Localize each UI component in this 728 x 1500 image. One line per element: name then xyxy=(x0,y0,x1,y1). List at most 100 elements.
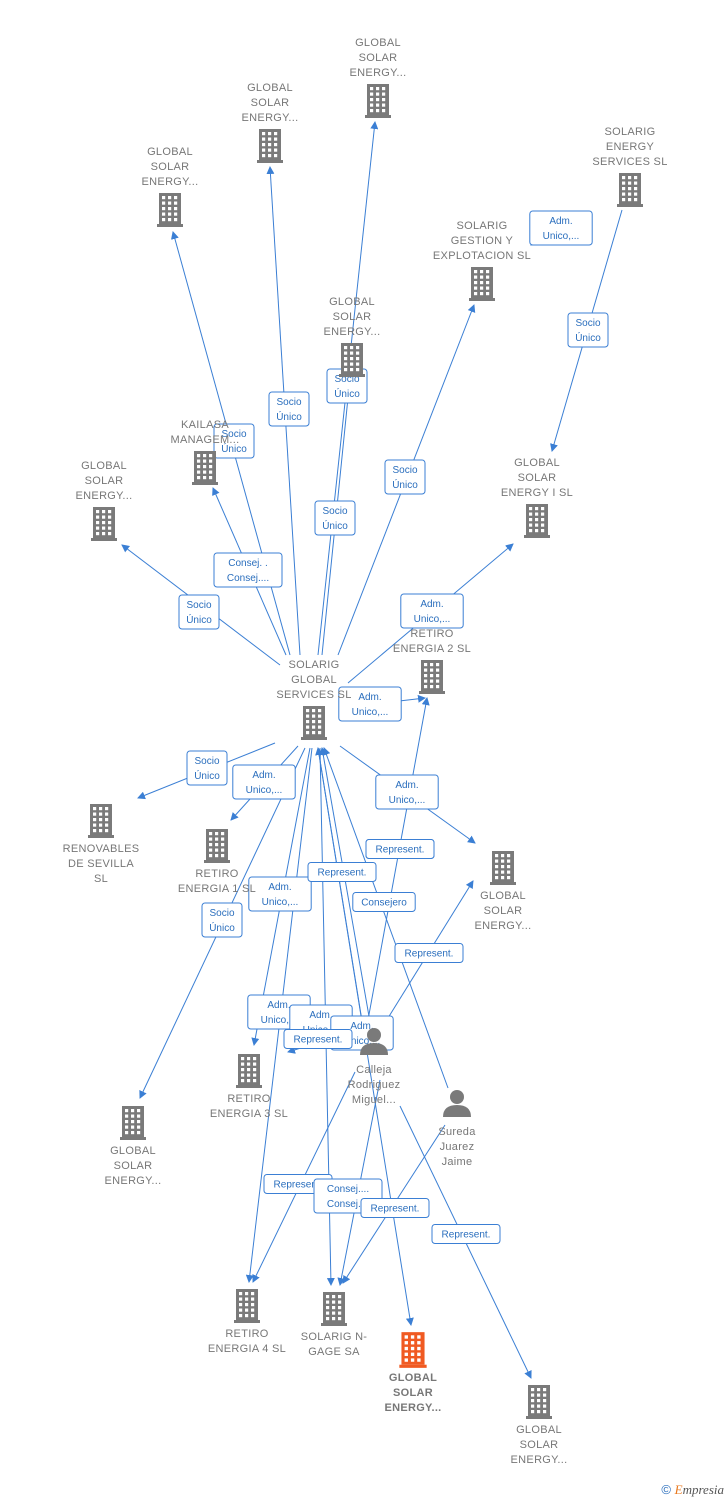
node-gse3[interactable]: GLOBALSOLARENERGY... xyxy=(350,37,407,118)
node-label-text: GLOBAL xyxy=(389,1372,437,1384)
node-label-text: Miguel... xyxy=(352,1094,396,1106)
edge-label-text: Socio xyxy=(334,374,359,385)
node-label-text: ENERGY... xyxy=(475,920,532,932)
node-label-text: Calleja xyxy=(356,1064,392,1076)
edge-label-sgs-re3[interactable]: Adm.Unico,... xyxy=(248,876,312,912)
edge-label-calleja-sgs[interactable]: Consejero xyxy=(352,892,416,912)
person-icon xyxy=(360,1028,388,1055)
edge-label-sgs-gse6[interactable]: Adm.Unico,... xyxy=(375,774,439,810)
node-label-text: SERVICES SL xyxy=(592,156,667,168)
edge-label-text: Adm. xyxy=(350,1021,373,1032)
edge-label-text: Represent. xyxy=(294,1035,343,1046)
edge-label-text: Único xyxy=(392,478,418,491)
edge-label-calleja-re3[interactable]: Represent. xyxy=(283,1029,353,1049)
edge-label-text: Represent. xyxy=(318,868,367,879)
node-label-text: GLOBAL xyxy=(355,37,401,49)
edge-label-calleja-re2[interactable]: Represent. xyxy=(365,839,435,859)
edge-label-text: Unico,... xyxy=(414,614,451,625)
node-label-text: SERVICES SL xyxy=(276,689,351,701)
node-label-text: SOLARIG xyxy=(288,659,339,671)
node-label-text: ENERGIA 3 SL xyxy=(210,1108,288,1120)
node-gse7[interactable]: GLOBALSOLARENERGY... xyxy=(105,1106,162,1187)
node-kailasa[interactable]: KAILASAMANAGEM... xyxy=(170,419,239,485)
node-label-text: Rodriguez xyxy=(348,1079,401,1091)
node-gse5[interactable]: GLOBALSOLARENERGY... xyxy=(76,460,133,541)
node-gse2[interactable]: GLOBALSOLARENERGY... xyxy=(242,82,299,163)
edge-label-box xyxy=(248,876,312,912)
edge-label-box xyxy=(431,1224,501,1244)
edge-labels-layer: SocioÚnicoSocioÚnicoSocioÚnicoSocioÚnico… xyxy=(178,210,609,1244)
edge-label-text: Adm. xyxy=(358,692,381,703)
brand-logo-initial: E xyxy=(674,1482,683,1497)
node-label-text: SOLAR xyxy=(484,905,523,917)
node-label-text: SOLARIG xyxy=(604,126,655,138)
edge-label-calleja-sgs[interactable]: Represent. xyxy=(307,862,377,882)
edge-label-text: Represent. xyxy=(442,1230,491,1241)
node-label-text: GLOBAL xyxy=(291,674,337,686)
edge-label-box xyxy=(529,210,593,246)
node-label-text: ENERGY... xyxy=(324,326,381,338)
node-label-text: SOLAR xyxy=(114,1160,153,1172)
node-main[interactable]: GLOBALSOLARENERGY... xyxy=(384,1332,441,1414)
node-gse8[interactable]: GLOBALSOLARENERGY... xyxy=(511,1385,568,1466)
node-label-text: GAGE SA xyxy=(308,1346,360,1358)
edge-label-text: Único xyxy=(575,331,601,344)
edge-label-ses-sgyes[interactable]: Adm.Unico,... xyxy=(529,210,593,246)
node-gse4[interactable]: GLOBALSOLARENERGY... xyxy=(324,296,381,377)
edge-label-sgs-kailasa[interactable]: Consej. .Consej.... xyxy=(213,552,283,588)
node-gse6[interactable]: GLOBALSOLARENERGY... xyxy=(475,851,532,932)
node-gse1[interactable]: GLOBALSOLARENERGY... xyxy=(142,146,199,227)
node-label-text: MANAGEM... xyxy=(170,434,239,446)
edge-label-box xyxy=(232,764,296,800)
node-label-text: SL xyxy=(94,873,108,885)
edge-label-sgs-re1[interactable]: Adm.Unico,... xyxy=(232,764,296,800)
edge-label-box xyxy=(213,552,283,588)
node-label-text: ENERGY... xyxy=(384,1402,441,1414)
edge-label-box xyxy=(567,312,609,348)
edge-label-text: Consej. . xyxy=(228,558,267,569)
edge-label-text: Único xyxy=(194,769,220,782)
edge-label-sureda-sngage[interactable]: Represent. xyxy=(360,1198,430,1218)
node-sgs[interactable]: SOLARIG GLOBAL SERVICES SL xyxy=(276,659,351,740)
nodes-layer: GLOBALSOLARENERGY...GLOBALSOLARENERGY...… xyxy=(63,37,668,1466)
node-label-text: ENERGIA 1 SL xyxy=(178,883,256,895)
node-sngage[interactable]: SOLARIG N-GAGE SA xyxy=(301,1292,368,1358)
edge-label-box xyxy=(178,594,220,630)
edge-label-text: Único xyxy=(276,410,302,423)
edge-label-text: Socio xyxy=(575,318,600,329)
edge-label-calleja-gse6[interactable]: Represent. xyxy=(394,943,464,963)
edge-label-box xyxy=(338,686,402,722)
node-label-text: GLOBAL xyxy=(329,296,375,308)
footer: © Empresia xyxy=(661,1482,724,1498)
edge-label-calleja-gse8[interactable]: Represent. xyxy=(431,1224,501,1244)
node-label-text: ENERGY... xyxy=(511,1454,568,1466)
edge-label-box xyxy=(268,391,310,427)
node-label-text: Juarez xyxy=(440,1141,475,1153)
edge-label-box xyxy=(400,593,464,629)
node-calleja[interactable]: CallejaRodriguezMiguel... xyxy=(348,1028,401,1106)
edge-label-sgs-re2[interactable]: Adm.Unico,... xyxy=(338,686,402,722)
building-icon xyxy=(236,1054,262,1088)
edge-label-box xyxy=(352,892,416,912)
brand-logo-text: mpresia xyxy=(682,1482,724,1497)
edge-calleja-sgs xyxy=(319,747,371,1023)
edge-label-sgs-gsei[interactable]: Adm.Unico,... xyxy=(400,593,464,629)
